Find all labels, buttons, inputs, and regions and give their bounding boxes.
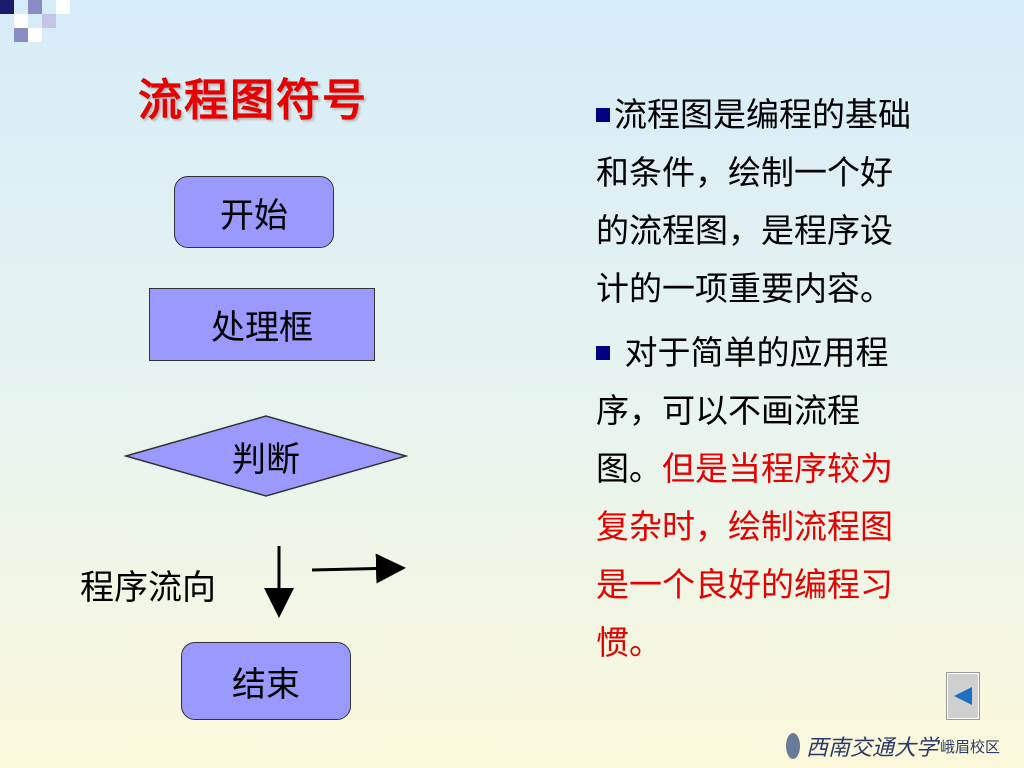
flow-direction-label: 程序流向 <box>80 568 216 608</box>
campus-name: 峨眉校区 <box>939 737 1000 756</box>
back-button[interactable] <box>946 672 980 720</box>
deco-square <box>56 0 70 14</box>
end-label: 结束 <box>232 664 300 705</box>
deco-square <box>42 14 56 28</box>
process-box-shape: 处理框 <box>149 288 375 361</box>
paragraph-2: 对于简单的应用程序，可以不画流程图。但是当程序较为复杂时，绘制流程图是一个良好的… <box>596 324 916 672</box>
diamond-outline <box>124 415 408 497</box>
paragraph-1: 流程图是编程的基础和条件，绘制一个好的流程图，是程序设计的一项重要内容。 <box>596 86 916 318</box>
right-arrow <box>311 553 406 584</box>
start-label: 开始 <box>220 195 288 236</box>
paragraph-2-highlight: 但是当程序较为复杂时，绘制流程图是一个良好的编程习惯。 <box>596 449 893 662</box>
description-text: 流程图是编程的基础和条件，绘制一个好的流程图，是程序设计的一项重要内容。 对于简… <box>596 86 916 678</box>
triangle-left-icon <box>954 687 972 705</box>
process-label: 处理框 <box>211 308 313 348</box>
deco-square <box>28 0 42 14</box>
university-logo: 西南交通大学 峨眉校区 <box>786 728 1000 764</box>
corner-decoration <box>0 0 80 48</box>
bullet-square-icon <box>596 108 610 122</box>
deco-square <box>14 28 28 42</box>
flow-arrows <box>264 546 406 618</box>
paragraph-2-text: 对于简单的应用程序，可以不画流程图。 <box>596 333 889 488</box>
emblem-icon <box>786 733 800 759</box>
paragraph-1-text: 流程图是编程的基础和条件，绘制一个好的流程图，是程序设计的一项重要内容。 <box>596 95 911 308</box>
start-terminal-shape: 开始 <box>174 176 334 248</box>
deco-square <box>14 14 28 28</box>
slide-title: 流程图符号 <box>138 75 368 126</box>
deco-square <box>28 28 42 42</box>
end-terminal-shape: 结束 <box>181 642 351 720</box>
decision-label: 判断 <box>232 439 300 480</box>
bullet-square-icon <box>596 346 610 360</box>
deco-square <box>0 0 14 14</box>
university-name: 西南交通大学 <box>805 736 938 761</box>
decision-diamond-shape: 判断 <box>124 414 408 498</box>
